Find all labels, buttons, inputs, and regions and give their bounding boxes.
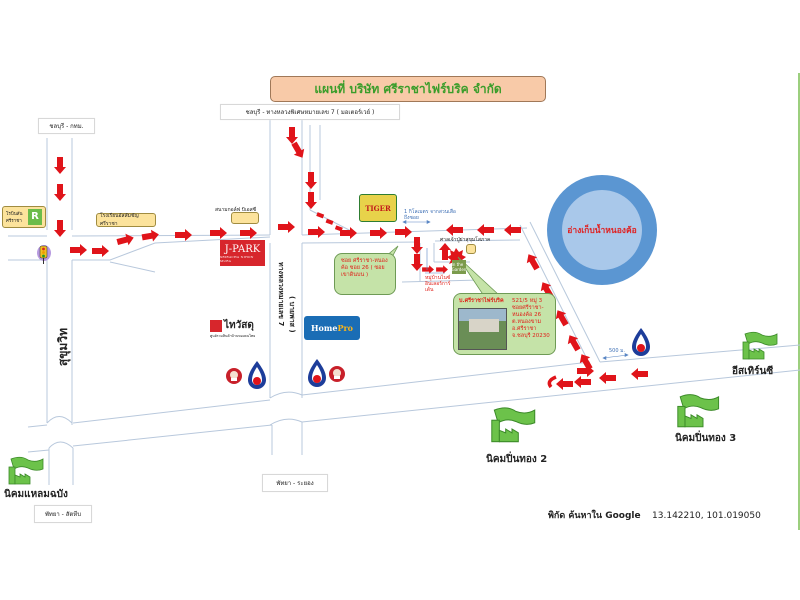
jpark-logo: J-PARK [224,243,261,255]
estate-laem-chabang: นิคมแหลมฉบัง [4,489,68,500]
factory-icon [491,407,536,443]
road-lower [27,344,800,453]
coordinates-text: พิกัด ค้นหาใน Google 13.142210, 101.0190… [548,508,761,522]
map-title: แผนที่ บริษัท ศรีราชาไฟร์บริค จำกัด [270,76,546,102]
road-sukhumvit [46,138,74,485]
landmark-jpark: J-PARK SRIRACHA NIHON MURA [220,240,265,266]
jpark-subtitle: SRIRACHA NIHON MURA [220,254,254,263]
thaiwatsadu-subtitle: ศูนย์รวมสินค้าบ้านของคนไทย [210,334,256,338]
landmark-golf-course [231,212,259,224]
road-label-pattaya-sattahip: พัทยา - สัตหีบ [34,505,92,523]
thaiwatsadu-house-icon [210,319,222,332]
landmark-thaiwatsadu: ไทวัสดุ ศูนย์รวมสินค้าบ้านของคนไทย [210,318,270,342]
reservoir-label: อ่างเก็บน้ำหนองค้อ [562,190,642,270]
golf-course-label: สนามกอล์ฟ บิเอสซี [215,207,257,213]
factory-icon [8,456,44,485]
route-arrows [54,127,648,390]
distance-marker-tiger [402,220,431,224]
hotel-logo-icon: In the Garden [451,260,467,274]
shrine-label: ศาลเจ้าปู่ย่าสุขุมโสภาค [440,237,491,243]
callout-company: บ.ศรีราชาไฟร์บริค 521/5 หมู่ 3 ซอยศรีราช… [453,293,556,355]
landmark-shrine [466,244,476,254]
ptt-gas-station-icon [308,359,326,387]
road-highway7 [269,120,303,455]
coordinates-label: พิกัด ค้นหาใน Google [548,511,641,521]
coordinates-value[interactable]: 13.142210, 101.019050 [652,511,761,521]
estate-pinthong3: นิคมปิ่นทอง 3 [675,433,737,444]
landmark-tiger-zoo: TIGER [359,194,397,222]
road-label-motorway: ชลบุรี - ทางหลวงพิเศษหมายเลข 7 ( มอเตอร์… [220,104,400,120]
traffic-light-icon [37,245,51,264]
landmark-assumption-school: โรงเรียนอัสสัมชัญศรีราชา [96,213,156,227]
company-photo [458,308,507,350]
road-diagonal-east [519,221,601,366]
factory-icon [742,331,778,360]
village-label: หมู่บ้านไนซ์ อินเลอร์การ์เด้น [425,275,451,293]
distance-500-label: 500 ม. [609,348,626,354]
road-label-chonburi-bkk: ชลบุรี - กทม. [38,118,95,134]
road-label-sukhumvit: สุขุมวิท [56,328,70,367]
company-name: บ.ศรีราชาไฟร์บริค [459,298,504,304]
kfc-icon [226,368,242,384]
road-label-highway7-bypass: ( บายพาส ) [288,296,296,333]
factory-icon [677,394,720,428]
callout-soi26: ซอย ศรีราชา-หนองค้อ ซอย 26 ( ซอยเขาดินบน… [334,253,396,295]
landmark-robinson: โรบินสัน ศรีราชา R [2,206,46,228]
estate-pinthong2: นิคมปิ่นทอง 2 [486,454,548,465]
distance-marker-600 [425,248,445,274]
thaiwatsadu-label: ไทวัสดุ [224,320,254,331]
estate-eastern-seaboard: อีสเทิร์นซี [732,366,774,377]
road-label-pattaya-rayong: พัทยา - ระยอง [262,474,328,492]
robinson-label: โรบินสัน ศรีราชา [6,212,23,224]
ptt-gas-station-icon [632,328,650,356]
tiger-distance-label: 1 กิโลเมตร จากสวนเสือ ถึงซอย [404,209,456,221]
homepro-label-pro: Pro [337,323,354,333]
road-motorway-link [309,125,356,234]
kfc-icon [329,366,345,382]
ptt-gas-station-icon [248,361,266,389]
road-label-highway7: ทางหลวงหมายเลข 7 [277,262,285,327]
company-address: 521/5 หมู่ 3 ซอยศรีราชา-หนองค้อ 26 ต.หนอ… [512,298,550,339]
homepro-label-home: Home [310,323,338,333]
reservoir-nongkho: อ่างเก็บน้ำหนองค้อ [547,175,657,285]
distance-marker-500 [602,353,629,360]
robinson-logo-icon: R [28,209,42,225]
